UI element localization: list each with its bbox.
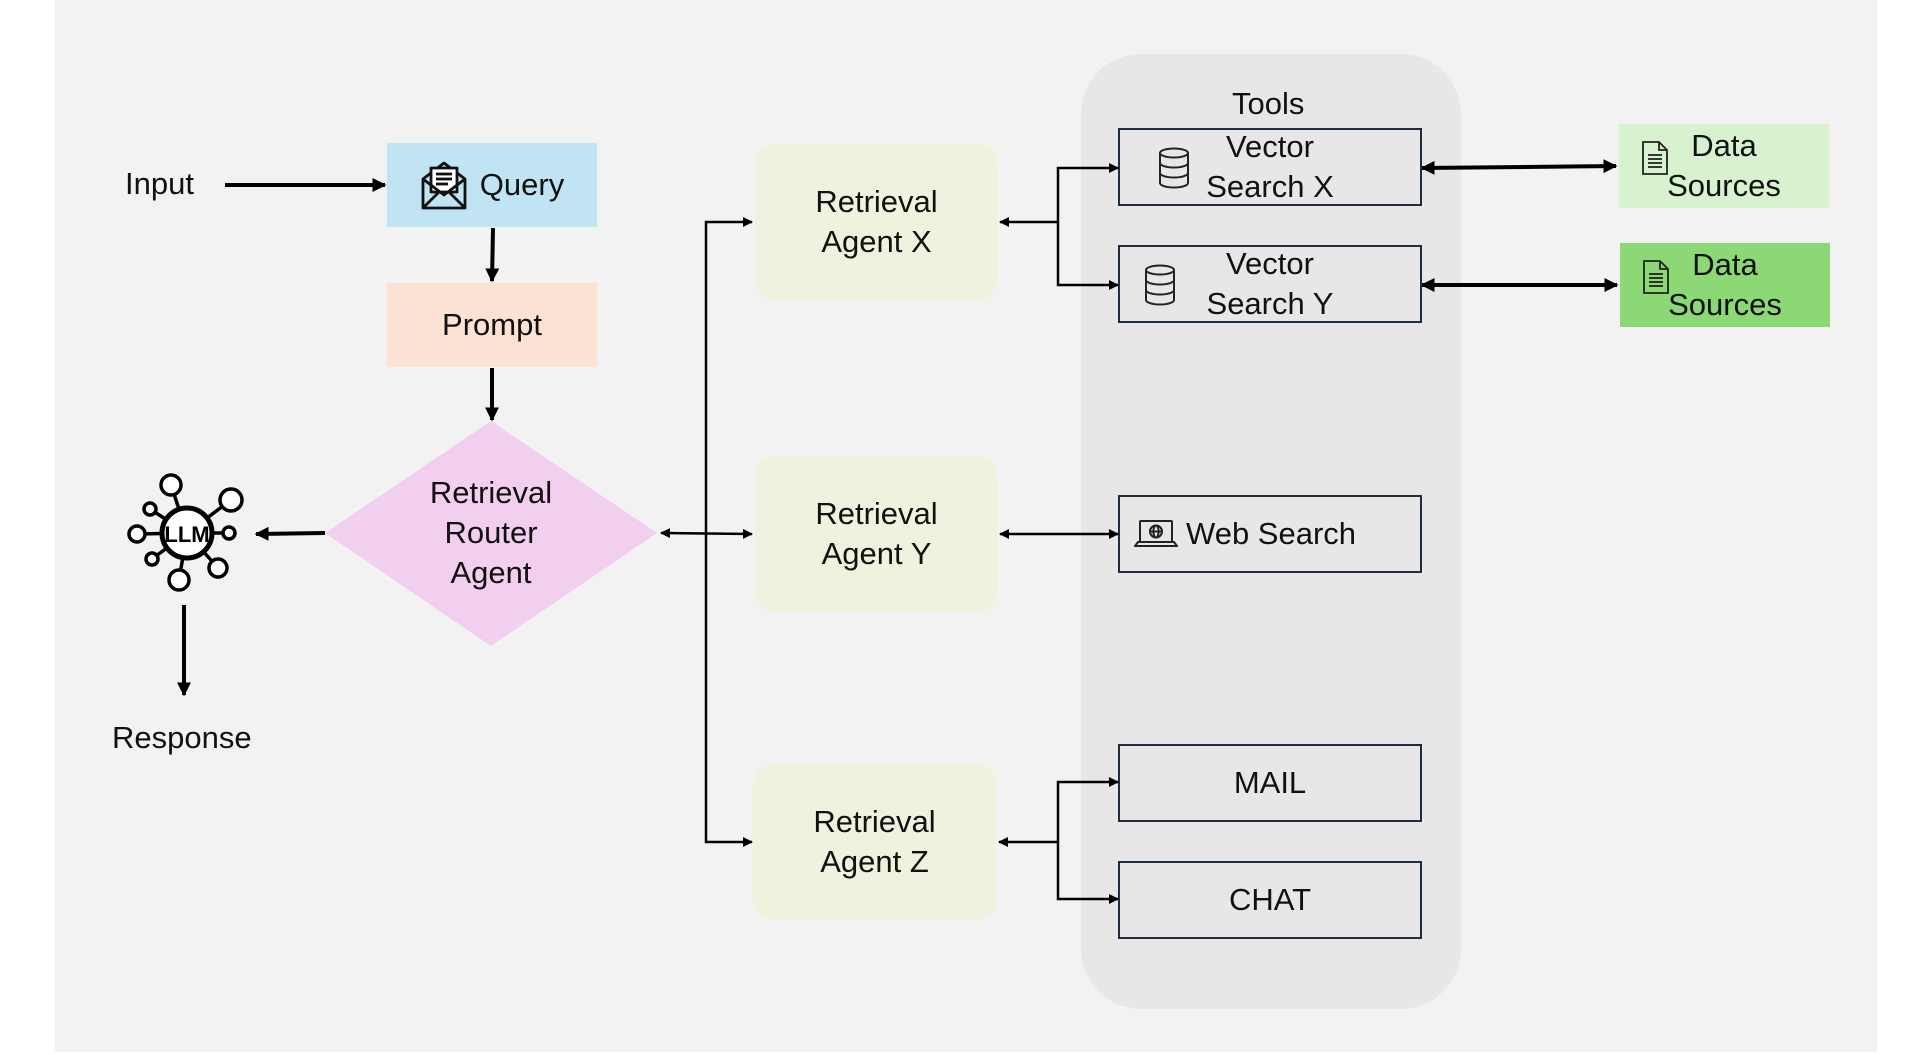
router-label: Retrieval Router Agent	[385, 468, 597, 598]
web-search-label: Web Search	[1186, 515, 1357, 551]
router-line-1: Retrieval	[429, 474, 553, 510]
mail-label: MAIL	[1233, 764, 1307, 800]
chat-box: CHAT	[1118, 861, 1422, 939]
agent-z-line-1: Retrieval	[813, 803, 936, 839]
database-icon	[1159, 147, 1189, 189]
arrow-router-agent-y	[660, 528, 753, 539]
router-line-2: Router	[444, 514, 538, 550]
arrow-query-prompt	[485, 227, 500, 283]
vector-x-line-2: Search X	[1206, 169, 1334, 204]
arrow-router-llm	[254, 526, 326, 541]
prompt-label: Prompt	[442, 306, 542, 342]
llm-label: LLM	[164, 522, 209, 547]
agent-y-box: Retrieval Agent Y	[755, 456, 998, 612]
data-sources-1-box: Data Sources	[1619, 124, 1829, 208]
llm-network-icon: LLM	[127, 473, 244, 592]
response-label: Response	[112, 720, 252, 755]
agent-x-box: Retrieval Agent X	[755, 144, 998, 300]
mail-box: MAIL	[1118, 744, 1422, 822]
vector-search-y-box: Vector Search Y	[1118, 245, 1422, 323]
tools-title: Tools	[1232, 86, 1305, 121]
query-label: Query	[479, 166, 565, 202]
input-label: Input	[125, 166, 194, 201]
split-mail	[1056, 777, 1119, 842]
data-sources-1-line-2: Sources	[1667, 168, 1781, 203]
split-vx	[1056, 163, 1119, 222]
data-sources-2-line-1: Data	[1692, 246, 1758, 282]
split-chat	[1056, 842, 1119, 904]
document-icon	[1642, 141, 1668, 175]
web-search-box: Web Search	[1118, 495, 1422, 573]
data-sources-1-line-1: Data	[1691, 127, 1757, 163]
agent-z-line-2: Agent Z	[820, 844, 929, 879]
vector-search-y-text: Vector Search Y	[1207, 244, 1334, 325]
router-diamond	[325, 421, 657, 646]
document-icon	[1643, 260, 1669, 294]
prompt-box: Prompt	[387, 283, 597, 367]
vector-search-x-text: Vector Search X	[1206, 127, 1334, 208]
agent-x-line-1: Retrieval	[815, 183, 938, 219]
vector-y-line-1: Vector	[1226, 245, 1314, 281]
agent-y-line-2: Agent Y	[821, 536, 932, 571]
vector-y-line-2: Search Y	[1206, 286, 1334, 321]
agent-y-line-1: Retrieval	[815, 495, 938, 531]
agent-z-box: Retrieval Agent Z	[753, 764, 996, 920]
data-sources-2-box: Data Sources	[1620, 243, 1830, 327]
query-box: Query	[387, 143, 597, 227]
chat-label: CHAT	[1228, 881, 1312, 917]
arrow-vx-source	[1420, 159, 1618, 175]
data-sources-2-text: Data Sources	[1668, 245, 1782, 326]
open-envelope-icon	[421, 161, 467, 210]
data-sources-1-text: Data Sources	[1667, 126, 1781, 207]
laptop-globe-icon	[1134, 520, 1178, 547]
router-line-3: Agent	[450, 555, 532, 591]
split-vy	[1056, 222, 1119, 290]
database-icon	[1145, 264, 1175, 306]
router-bus	[704, 217, 753, 847]
data-sources-2-line-2: Sources	[1668, 287, 1782, 322]
agent-x-line-2: Agent X	[821, 224, 932, 259]
vector-x-line-1: Vector	[1226, 128, 1314, 164]
vector-search-x-box: Vector Search X	[1118, 128, 1422, 206]
